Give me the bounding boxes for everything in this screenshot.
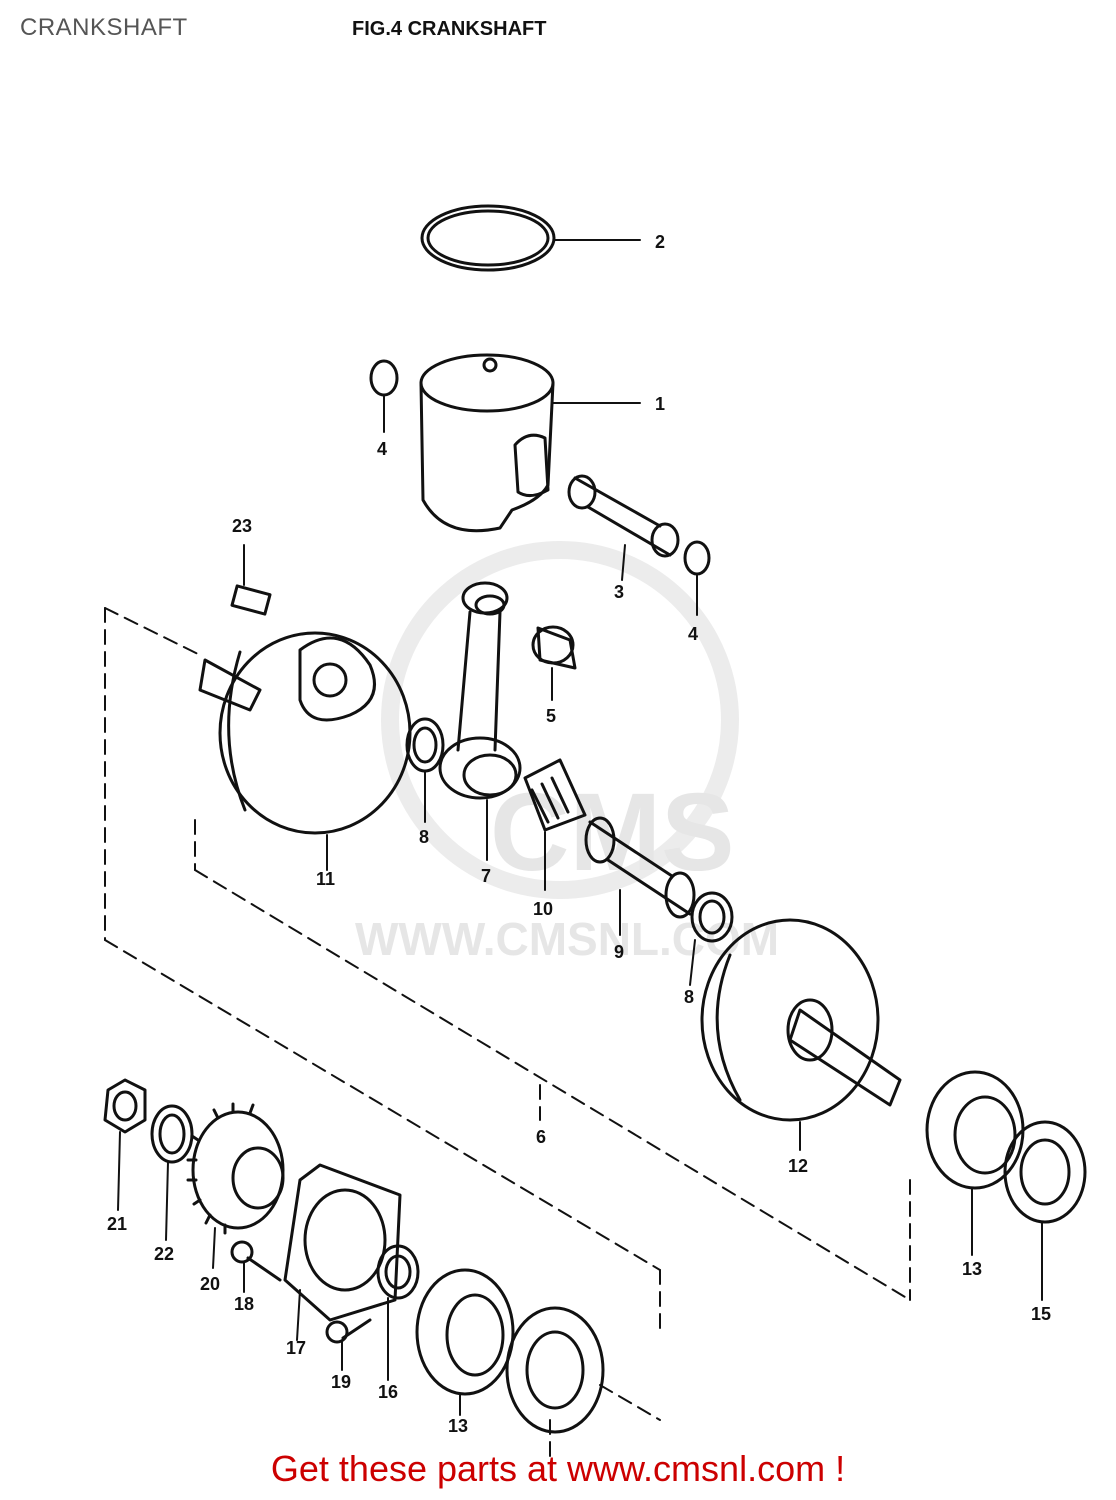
right-crankshaft-part [700,918,902,1151]
piston-part [419,353,641,533]
callout-4b: 4 [688,624,698,644]
callout-5: 5 [546,706,556,726]
retainer-plate-part [283,1163,402,1341]
screw-part [230,1240,372,1371]
callout-19: 19 [331,1372,351,1392]
lock-washer-part [150,1104,194,1241]
callout-15: 15 [1031,1304,1051,1324]
callout-18: 18 [234,1294,254,1314]
main-bearing-part [415,1070,1025,1416]
callout-22: 22 [154,1244,174,1264]
assembly-guide-lines [104,607,911,1461]
figure-title: FIG.4 CRANKSHAFT [352,18,547,40]
callout-6: 6 [536,1127,546,1147]
callout-23: 23 [232,516,252,536]
primary-gear-part [186,1102,285,1269]
callout-10: 10 [533,899,553,919]
callout-4a: 4 [377,439,387,459]
callout-7: 7 [481,866,491,886]
crank-pin-part [584,816,696,936]
watermark-site-text: WWW.CMSNL.COM [355,913,779,965]
callout-labels: 1 2 3 4 4 5 6 7 8 8 9 10 11 12 13 13 15 … [107,232,1051,1436]
callout-8a: 8 [419,827,429,847]
piston-pin-part [567,474,680,581]
big-end-bearing-part [523,758,587,891]
thrust-washer-part [405,717,734,986]
callout-13b: 13 [448,1416,468,1436]
callout-20: 20 [200,1274,220,1294]
piston-ring-part [420,204,641,272]
callout-16: 16 [378,1382,398,1402]
circlip-part [369,359,711,616]
nut-part [103,1078,147,1211]
get-parts-link[interactable]: Get these parts at www.cmsnl.com ! [270,1448,846,1489]
page-title: CRANKSHAFT [20,14,188,41]
oil-seal-part [505,1120,1087,1434]
callout-2: 2 [655,232,665,252]
callout-17: 17 [286,1338,306,1358]
small-end-bearing-part [531,625,577,701]
callout-1: 1 [655,394,665,414]
callout-9: 9 [614,942,624,962]
connecting-rod-part [438,581,522,861]
callout-13a: 13 [962,1259,982,1279]
left-crankshaft-part [198,631,412,871]
callout-3: 3 [614,582,624,602]
callout-11: 11 [316,869,335,889]
callout-21: 21 [107,1214,127,1234]
woodruff-key-part [230,544,272,616]
callout-12: 12 [788,1156,808,1176]
callout-8b: 8 [684,987,694,1007]
